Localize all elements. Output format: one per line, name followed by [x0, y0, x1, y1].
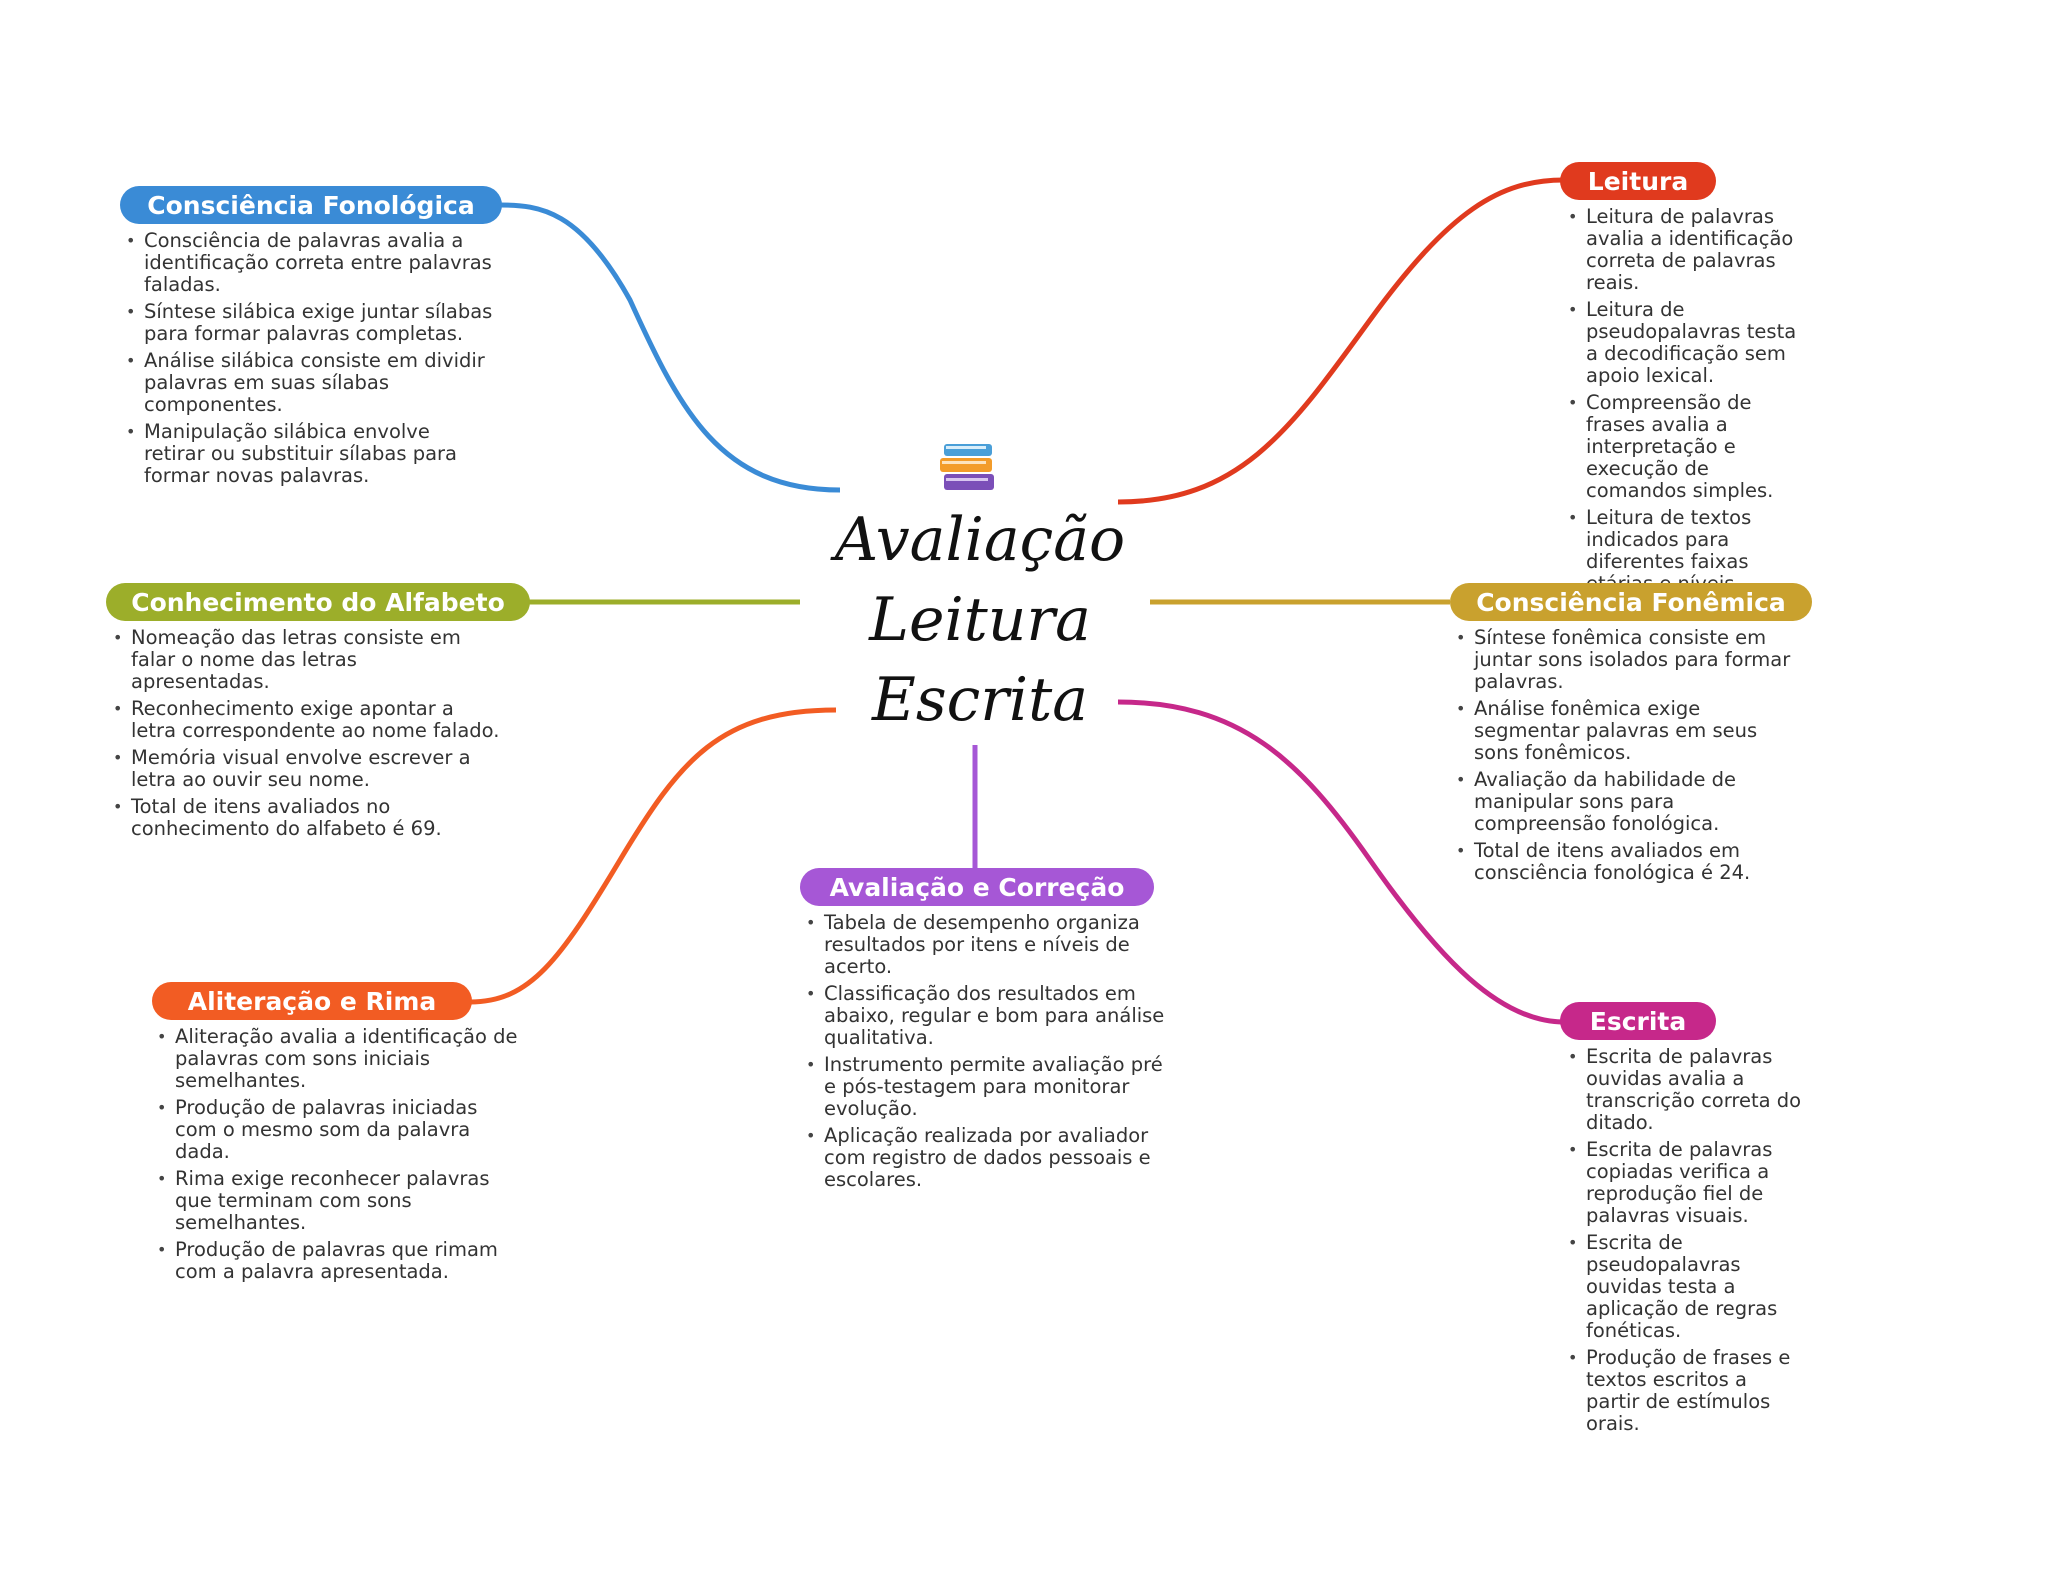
note-item: Leitura de palavras avalia a identificaç…	[1568, 206, 1806, 294]
note-item: Rima exige reconhecer palavras que termi…	[157, 1168, 525, 1234]
note-item: Aliteração avalia a identificação de pal…	[157, 1026, 525, 1092]
note-item: Reconhecimento exige apontar a letra cor…	[113, 698, 501, 742]
note-item: Escrita de pseudopalavras ouvidas testa …	[1568, 1232, 1806, 1342]
notes-leitura: Leitura de palavras avalia a identificaç…	[1562, 206, 1806, 600]
note-item: Tabela de desempenho organiza resultados…	[806, 912, 1174, 978]
topic-leitura[interactable]: Leitura	[1560, 162, 1716, 200]
note-item: Produção de frases e textos escritos a p…	[1568, 1347, 1806, 1435]
link-escrita	[1117, 699, 1565, 1025]
note-item: Leitura de pseudopalavras testa a decodi…	[1568, 299, 1806, 387]
link-aliteracao	[469, 707, 837, 1005]
note-item: Síntese fonêmica consiste em juntar sons…	[1456, 627, 1804, 693]
note-item: Classificação dos resultados em abaixo, …	[806, 983, 1174, 1049]
central-topic[interactable]: Avaliação Leitura Escrita	[800, 500, 1160, 740]
topic-avaliacao-correcao[interactable]: Avaliação e Correção	[800, 868, 1154, 906]
central-line-2: Leitura	[869, 585, 1091, 655]
notes-escrita: Escrita de palavras ouvidas avalia a tra…	[1562, 1046, 1806, 1440]
note-item: Síntese silábica exige juntar sílabas pa…	[126, 301, 494, 345]
notes-consciencia-fonologica: Consciência de palavras avalia a identif…	[120, 230, 494, 492]
link-leitura	[1117, 177, 1565, 505]
topic-conhecimento-alfabeto[interactable]: Conhecimento do Alfabeto	[106, 583, 530, 621]
central-line-3: Escrita	[872, 665, 1088, 735]
note-item: Total de itens avaliados no conhecimento…	[113, 796, 501, 840]
topic-escrita[interactable]: Escrita	[1560, 1002, 1716, 1040]
note-item: Escrita de palavras copiadas verifica a …	[1568, 1139, 1806, 1227]
note-item: Aplicação realizada por avaliador com re…	[806, 1125, 1174, 1191]
topic-consciencia-fonologica[interactable]: Consciência Fonológica	[120, 186, 502, 224]
notes-conhecimento-alfabeto: Nomeação das letras consiste em falar o …	[107, 627, 501, 845]
link-fonologica	[499, 202, 841, 493]
note-item: Nomeação das letras consiste em falar o …	[113, 627, 501, 693]
note-item: Instrumento permite avaliação pré e pós-…	[806, 1054, 1174, 1120]
central-line-1: Avaliação	[834, 505, 1126, 575]
note-item: Total de itens avaliados em consciência …	[1456, 840, 1804, 884]
note-item: Análise silábica consiste em dividir pal…	[126, 350, 494, 416]
notes-aliteracao-rima: Aliteração avalia a identificação de pal…	[151, 1026, 525, 1288]
note-item: Compreensão de frases avalia a interpret…	[1568, 392, 1806, 502]
topic-consciencia-fonemica[interactable]: Consciência Fonêmica	[1450, 583, 1812, 621]
note-item: Manipulação silábica envolve retirar ou …	[126, 421, 494, 487]
note-item: Leitura de textos indicados para diferen…	[1568, 507, 1806, 595]
note-item: Consciência de palavras avalia a identif…	[126, 230, 494, 296]
note-item: Escrita de palavras ouvidas avalia a tra…	[1568, 1046, 1806, 1134]
note-item: Produção de palavras iniciadas com o mes…	[157, 1097, 525, 1163]
note-item: Memória visual envolve escrever a letra …	[113, 747, 501, 791]
notes-avaliacao-correcao: Tabela de desempenho organiza resultados…	[800, 912, 1174, 1196]
note-item: Avaliação da habilidade de manipular son…	[1456, 769, 1804, 835]
notes-consciencia-fonemica: Síntese fonêmica consiste em juntar sons…	[1450, 627, 1804, 889]
note-item: Análise fonêmica exige segmentar palavra…	[1456, 698, 1804, 764]
note-item: Produção de palavras que rimam com a pal…	[157, 1239, 525, 1283]
topic-aliteracao-rima[interactable]: Aliteração e Rima	[152, 982, 472, 1020]
books-icon	[940, 444, 994, 490]
